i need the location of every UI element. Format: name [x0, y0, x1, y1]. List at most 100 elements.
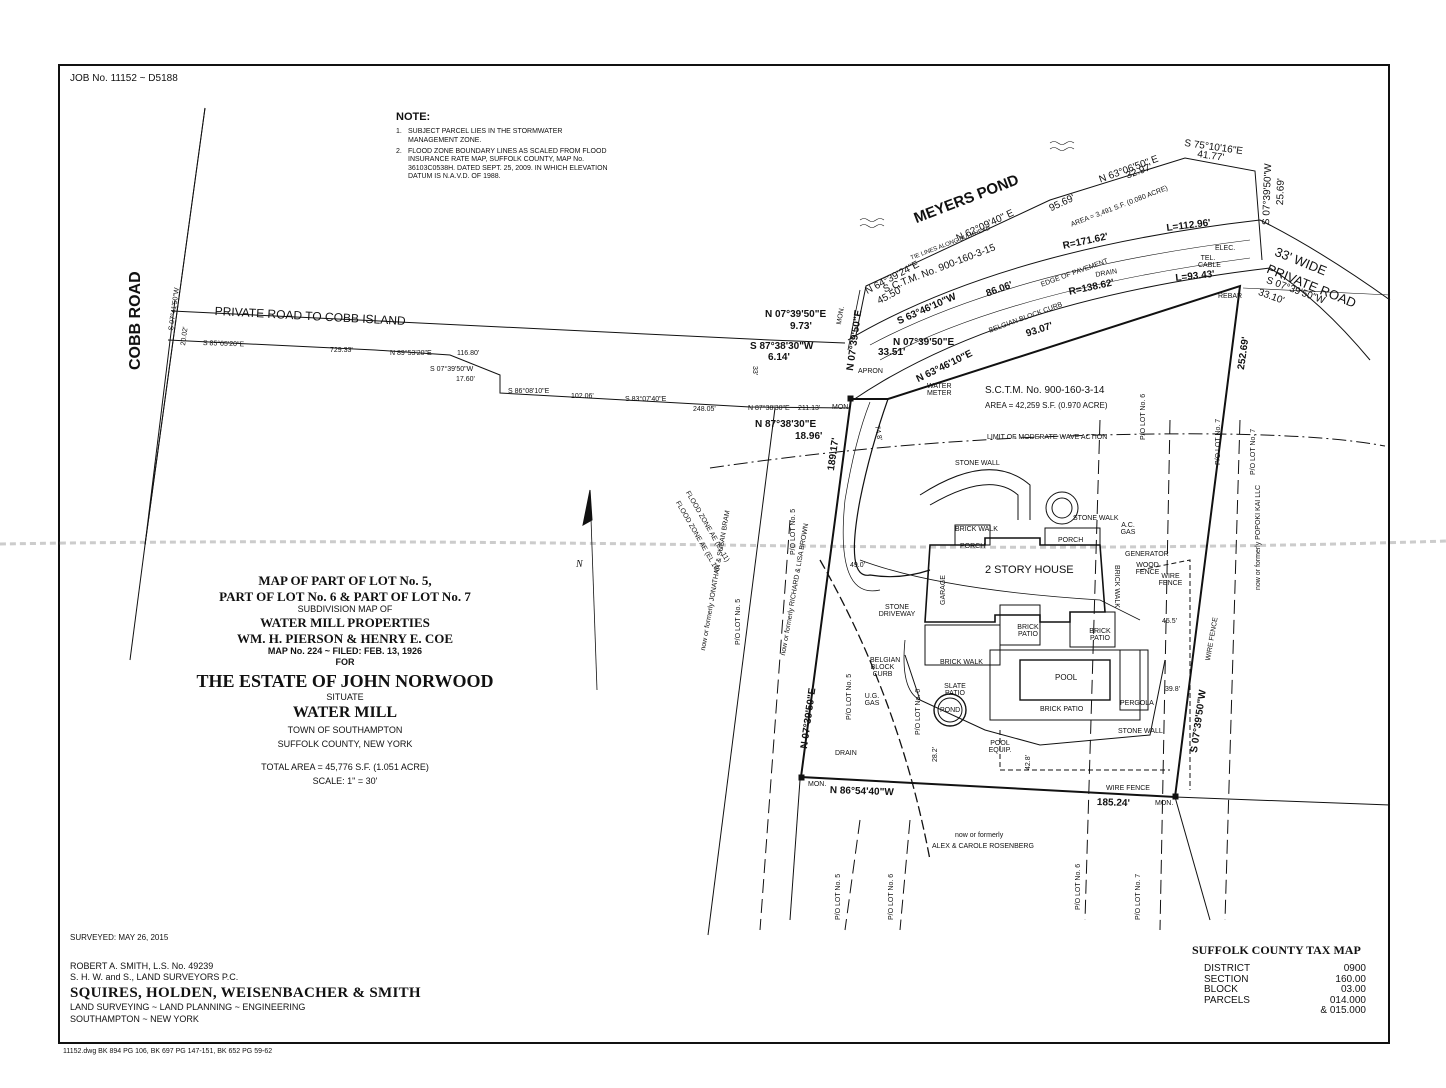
house-label: 2 STORY HOUSE: [985, 564, 1074, 576]
job-number: JOB No. 11152 ~ D5188: [70, 73, 178, 84]
north-arrow-label: N: [576, 559, 583, 570]
tax-map-value: 160.00: [1335, 973, 1366, 985]
note-number: 1.: [396, 128, 402, 136]
lot-label: P/O LOT No. 5: [790, 508, 797, 555]
cobb-road-label: COBB ROAD: [127, 271, 144, 370]
stone-wall-label: STONE WALL: [1118, 728, 1163, 735]
porch-label: PORCH: [1058, 537, 1084, 544]
distance-label: 25.69': [1275, 178, 1287, 206]
title-line: SITUATE: [326, 692, 364, 703]
road-distance-label: 17.60': [456, 376, 475, 383]
firm-name: SQUIRES, HOLDEN, WEISENBACHER & SMITH: [70, 984, 421, 1001]
title-line: PART OF LOT No. 6 & PART OF LOT No. 7: [219, 588, 471, 604]
ug-gas-label: U.G. GAS: [864, 693, 880, 707]
apron-label: APRON: [858, 368, 883, 375]
tax-map-value: 03.00: [1340, 984, 1366, 995]
distance-label: 185.24': [1096, 797, 1130, 810]
title-line: SCALE: 1" = 30': [312, 775, 378, 786]
title-line: TOTAL AREA = 45,776 S.F. (1.051 ACRE): [261, 761, 429, 772]
title-line: TOWN OF SOUTHAMPTON: [287, 725, 403, 736]
owner-label: now or formerly: [955, 832, 1004, 839]
note-text: FLOOD ZONE BOUNDARY LINES AS SCALED FROM…: [408, 147, 608, 181]
road-distance-label: 116.80': [457, 350, 480, 357]
bearing-label: N 07°39'50"E: [765, 309, 827, 320]
title-line: FOR: [335, 656, 355, 667]
tel-cable-label: TEL. CABLE: [1198, 255, 1221, 269]
ac-gas-label: A.C. GAS: [1120, 522, 1136, 536]
surveyed-date: SURVEYED: MAY 26, 2015: [70, 933, 169, 942]
rebar-label: REBAR: [1218, 293, 1243, 300]
road-bearing-label: S 07°39'50"W: [430, 366, 474, 373]
brick-patio-label: BRICK PATIO: [1040, 706, 1084, 713]
owner-label: ALEX & CAROLE ROSENBERG: [932, 843, 1034, 850]
monument-label: MON.: [1155, 800, 1174, 807]
garage-label: GARAGE: [940, 575, 947, 605]
bearing-label: N 87°38'30"E: [755, 419, 817, 430]
lot-label: P/O LOT No. 5: [846, 673, 853, 720]
lot-label: P/O LOT No. 7: [1135, 873, 1142, 920]
tax-map-label: DISTRICT: [1204, 963, 1251, 974]
sctm-14-label: S.C.T.M. No. 900-160-3-14: [985, 385, 1105, 396]
elevation-label: 28.2': [932, 747, 939, 762]
generator-label: GENERATOR: [1125, 551, 1169, 558]
elevation-label: 45.5': [1162, 618, 1177, 625]
stone-wall-label: STONE WALL: [955, 460, 1000, 467]
tax-map-row: DISTRICT 0900: [1204, 963, 1366, 975]
firm-line: LAND SURVEYING ~ LAND PLANNING ~ ENGINEE…: [70, 1002, 306, 1013]
lot-label: P/O LOT No. 6: [1075, 863, 1082, 910]
elevation-label: 49.0': [850, 562, 865, 569]
tax-map-label: SECTION: [1204, 973, 1249, 985]
brick-walk-label: BRICK WALK: [1113, 565, 1120, 608]
tax-map-label: BLOCK: [1204, 984, 1238, 995]
title-line: MAP OF PART OF LOT No. 5,: [258, 573, 432, 588]
brick-patio-label: BRICK PATIO: [1017, 624, 1039, 638]
title-line: WM. H. PIERSON & HENRY E. COE: [236, 630, 454, 646]
title-line: SUBDIVISION MAP OF: [297, 604, 393, 615]
road-bearing-label: S 83°07'40"E: [625, 396, 667, 403]
footer-references: 11152.dwg BK 894 PG 106, BK 697 PG 147-1…: [63, 1048, 273, 1055]
road-bearing-label: S 86°08'10"E: [508, 388, 550, 395]
lot-label: P/O LOT No. 6: [915, 688, 922, 735]
wire-fence-label: WIRE FENCE: [1106, 785, 1150, 792]
area-14-label: AREA = 42,259 S.F. (0.970 ACRE): [985, 401, 1108, 410]
tax-map-label: PARCELS: [1204, 994, 1250, 1006]
distance-label: 6.14': [768, 352, 790, 363]
note-item: 1. SUBJECT PARCEL LIES IN THE STORMWATER…: [396, 128, 616, 145]
stone-driveway-label: STONE DRIVEWAY: [878, 604, 916, 618]
bearing-label: N 07°39'50"E: [893, 337, 955, 348]
road-bearing-label: S 85°05'20"E: [202, 340, 245, 349]
wood-fence-label: WOOD FENCE: [1135, 562, 1160, 576]
road-bearing-label: N 89°53'20"E: [390, 350, 432, 357]
note-number: 2.: [396, 147, 402, 155]
title-line: MAP No. 224 ~ FILED: FEB. 13, 1926: [267, 646, 423, 657]
elevation-label: 33': [751, 366, 758, 376]
sheet-border: [58, 64, 1390, 1044]
tax-map-value: 0900: [1343, 963, 1366, 974]
elevation-label: 42.8': [1025, 755, 1032, 770]
water-meter-label: WATER METER: [927, 383, 952, 397]
distance-label: 18.96': [795, 431, 823, 442]
note-text: SUBJECT PARCEL LIES IN THE STORMWATER MA…: [408, 128, 563, 144]
surveyor-firm: ROBERT A. SMITH, L.S. No. 49239 S. H. W.…: [70, 961, 421, 1025]
brick-patio-label: BRICK PATIO: [1089, 628, 1111, 642]
firm-line: ROBERT A. SMITH, L.S. No. 49239: [70, 961, 214, 971]
lot-label: P/O LOT No. 5: [835, 873, 842, 920]
parcel-boundary: [799, 284, 1242, 799]
pool-equipment-label: POOL EQUIP.: [988, 740, 1012, 754]
title-block: MAP OF PART OF LOT No. 5, PART OF LOT No…: [160, 573, 530, 787]
monument-label: MON.: [808, 781, 827, 788]
road-distance-label: 729.33': [330, 347, 353, 354]
lot-label: P/O LOT No. 7: [1250, 428, 1257, 475]
lot-label: P/O LOT No. 7: [1215, 418, 1222, 465]
title-line: WATER MILL: [292, 704, 398, 722]
bearing-label: S 87°38'30"W: [750, 341, 814, 352]
drain-label: DRAIN: [835, 750, 857, 757]
lot-label: P/O LOT No. 6: [888, 873, 895, 920]
tax-map-row: & 015.000: [1204, 1005, 1366, 1017]
note-item: 2. FLOOD ZONE BOUNDARY LINES AS SCALED F…: [396, 148, 616, 182]
brick-walk-label: BRICK WALK: [940, 659, 983, 666]
stone-walk-label: STONE WALK: [1073, 515, 1119, 522]
lot-label: P/O LOT No. 5: [735, 598, 742, 645]
pergola-label: PERGOLA: [1120, 700, 1154, 707]
